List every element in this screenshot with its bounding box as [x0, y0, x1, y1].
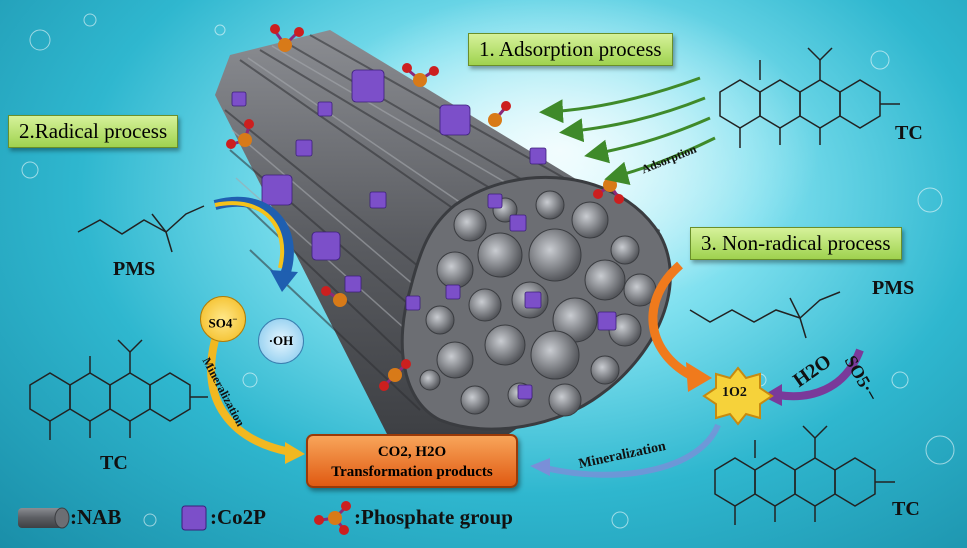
- tc-molecule-top: [719, 47, 900, 148]
- pms-molecule-right: [689, 291, 841, 339]
- water-bubbles: [21, 13, 955, 529]
- pms-molecule-left: [77, 205, 205, 253]
- products-line-2: Transformation products: [331, 464, 493, 480]
- sulfate-radical-badge: SO4−: [200, 296, 246, 342]
- tc-molecule-left: [29, 339, 208, 440]
- hydroxyl-radical-badge: ·OH: [258, 318, 304, 364]
- adsorption-arrows: [539, 76, 716, 185]
- tc-label-top: TC: [895, 122, 923, 144]
- radical-process-label: 2.Radical process: [8, 115, 179, 148]
- tc-label-right: TC: [892, 498, 920, 520]
- pms-label-left: PMS: [113, 258, 156, 280]
- co2p-clusters: [231, 69, 617, 400]
- products-box: CO2, H2O Transformation products: [306, 434, 518, 488]
- nonradical-process-label: 3. Non-radical process: [690, 227, 902, 260]
- sulfate-radical-label: SO4: [208, 315, 233, 331]
- legend-phosphate-icon: [314, 501, 351, 535]
- products-line-1: CO2, H2O: [377, 444, 447, 460]
- singlet-oxygen-label: 1O2: [722, 385, 747, 400]
- mineralization-arrow-right-head: [530, 458, 550, 476]
- phosphate-groups: [226, 24, 624, 391]
- legend-nab-icon: [18, 507, 70, 529]
- legend-nab-label: :NAB: [70, 505, 122, 529]
- radical-arrow-head: [270, 270, 298, 292]
- radical-activation-arrow: [213, 196, 294, 277]
- tc-label-left: TC: [100, 452, 128, 474]
- adsorption-process-label: 1. Adsorption process: [468, 33, 673, 66]
- legend-co2p-label: :Co2P: [210, 505, 266, 529]
- sulfate-radical-charge: −: [232, 314, 238, 324]
- legend-phosphate-label: :Phosphate group: [354, 505, 513, 529]
- nonradical-arrow: [648, 261, 693, 379]
- so5-arrow: [777, 348, 864, 401]
- tc-molecule-right: [714, 425, 895, 525]
- nonradical-arrow-head: [686, 362, 712, 392]
- mineralization-arrow-left: [207, 339, 291, 456]
- mineralization-arrow-right: [544, 423, 721, 478]
- mineralization-arrow-left-head: [285, 442, 305, 464]
- pms-label-right: PMS: [872, 277, 915, 299]
- singlet-oxygen-star: [702, 366, 774, 426]
- legend-co2p-icon: [181, 505, 207, 531]
- radical-activation-arrow-highlight: [214, 201, 285, 269]
